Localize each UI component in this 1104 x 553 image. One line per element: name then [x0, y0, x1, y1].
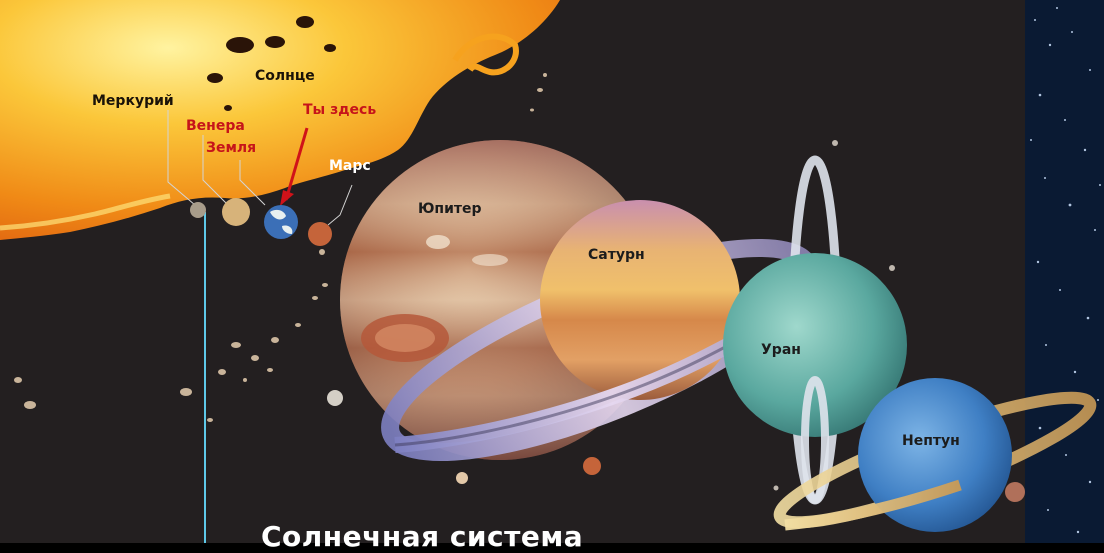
- mars-planet: [308, 222, 332, 246]
- label-saturn: Сатурн: [588, 247, 645, 263]
- label-neptune: Нептун: [902, 433, 960, 449]
- mercury-planet: [190, 202, 206, 218]
- label-you-are-here: Ты здесь: [303, 102, 376, 118]
- label-mars: Марс: [329, 158, 371, 174]
- label-jupiter: Юпитер: [418, 201, 482, 217]
- label-venus: Венера: [186, 118, 245, 134]
- label-earth: Земля: [206, 140, 256, 156]
- label-mercury: Меркурий: [92, 93, 174, 109]
- venus-planet: [222, 198, 250, 226]
- page-title: Солнечная система: [261, 520, 583, 553]
- earth-planet: [264, 205, 298, 239]
- label-sun: Солнце: [255, 68, 315, 84]
- label-uranus: Уран: [761, 342, 801, 358]
- saturn-planet: [540, 200, 740, 400]
